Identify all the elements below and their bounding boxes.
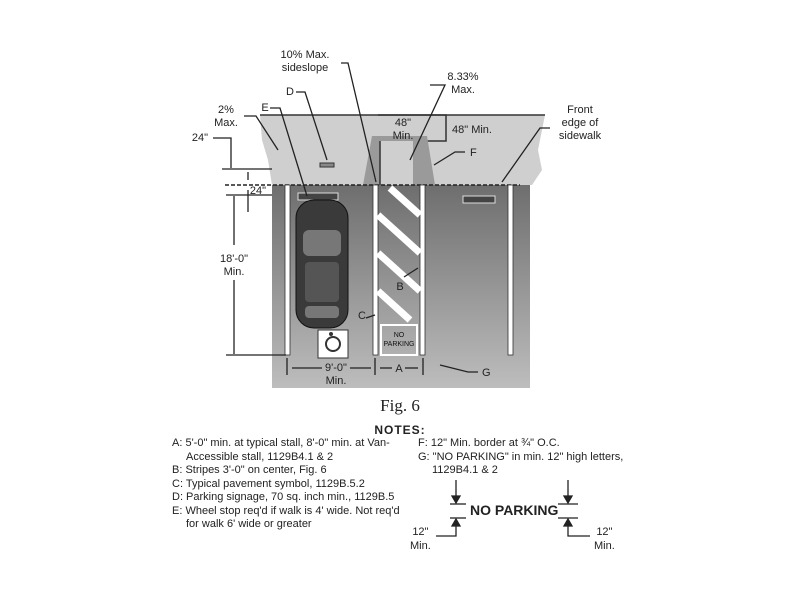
stencil-no: NO bbox=[394, 332, 405, 339]
note-e: E: Wheel stop req'd if walk is 4' wide. … bbox=[172, 504, 400, 531]
label-landing-48-2: Min. bbox=[393, 130, 414, 142]
label-e: E bbox=[261, 102, 268, 114]
label-a: A bbox=[395, 363, 403, 375]
parking-sign bbox=[319, 162, 335, 168]
label-9ft-2: Min. bbox=[326, 375, 347, 387]
label-18ft-2: Min. bbox=[224, 266, 245, 278]
label-b: B bbox=[396, 281, 403, 293]
car-icon bbox=[295, 199, 349, 329]
accessibility-symbol-icon bbox=[317, 329, 349, 359]
notes-right: F: 12" Min. border at ¾" O.C. G: "NO PAR… bbox=[418, 437, 633, 478]
notes-title: NOTES: bbox=[374, 423, 426, 437]
label-front-edge-2: edge of bbox=[562, 117, 600, 129]
min-left-value: 12" bbox=[412, 526, 429, 538]
label-ramp-slope-2: Max. bbox=[451, 84, 475, 96]
label-24-mid: 24" bbox=[250, 185, 266, 197]
label-d: D bbox=[286, 86, 294, 98]
note-d: D: Parking signage, 70 sq. inch min., 11… bbox=[172, 491, 395, 503]
note-b: B: Stripes 3'-0" on center, Fig. 6 bbox=[172, 464, 327, 476]
label-sideslope-1: 10% Max. bbox=[281, 49, 330, 61]
label-g: G bbox=[482, 367, 491, 379]
no-parking-sample: NO PARKING bbox=[470, 502, 559, 518]
aisle-stripes bbox=[375, 185, 423, 323]
label-9ft-1: 9'-0" bbox=[325, 362, 347, 374]
note-a: A: 5'-0" min. at typical stall, 8'-0" mi… bbox=[172, 437, 390, 463]
min-left: 12" Min. bbox=[410, 526, 431, 553]
label-front-edge-1: Front bbox=[567, 104, 593, 116]
notes-left: A: 5'-0" min. at typical stall, 8'-0" mi… bbox=[172, 437, 402, 532]
label-cross-slope-2: Max. bbox=[214, 117, 238, 129]
label-48-min: 48" Min. bbox=[452, 124, 492, 136]
label-ramp-slope-1: 8.33% bbox=[447, 71, 478, 83]
min-right: 12" Min. bbox=[594, 526, 615, 553]
min-left-label: Min. bbox=[410, 539, 431, 552]
min-right-label: Min. bbox=[594, 539, 615, 552]
label-c: C bbox=[358, 310, 366, 322]
note-g: G: "NO PARKING" in min. 12" high letters… bbox=[418, 450, 624, 477]
label-sideslope-2: sideslope bbox=[282, 62, 328, 74]
label-f: F bbox=[470, 147, 477, 159]
note-f: F: 12" Min. border at ¾" O.C. bbox=[418, 437, 560, 449]
label-landing-48-1: 48" bbox=[395, 117, 411, 129]
note-c: C: Typical pavement symbol, 1129B.5.2 bbox=[172, 477, 365, 490]
label-24-top: 24" bbox=[192, 132, 208, 144]
min-right-value: 12" bbox=[596, 526, 613, 538]
label-cross-slope-1: 2% bbox=[218, 104, 234, 116]
label-front-edge-3: sidewalk bbox=[559, 130, 602, 142]
label-18ft-1: 18'-0" bbox=[220, 253, 248, 265]
figure-caption: Fig. 6 bbox=[380, 396, 420, 415]
stencil-parking: PARKING bbox=[384, 341, 415, 348]
